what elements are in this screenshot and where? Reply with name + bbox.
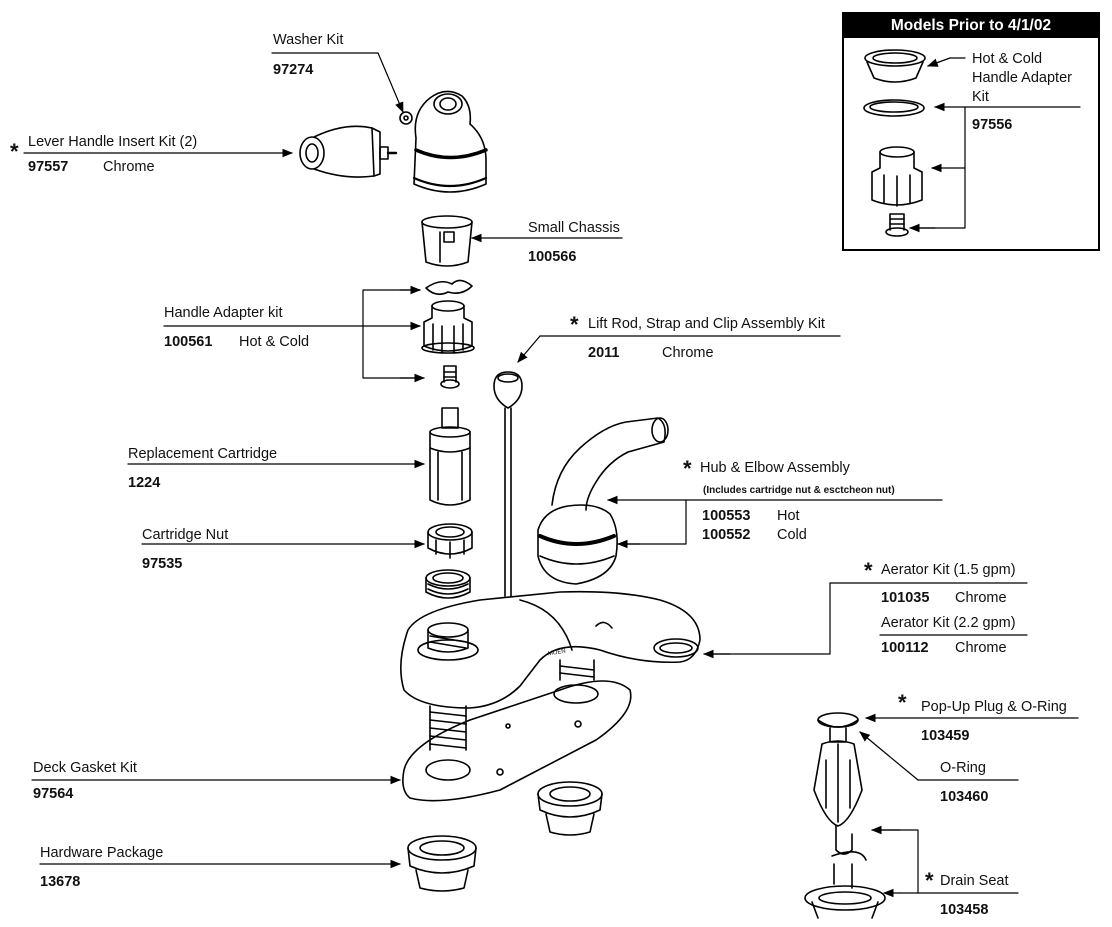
screw-part: [440, 365, 460, 389]
hub-elbow-hot-label: Hot: [777, 508, 800, 524]
popup-plug-part-number: 103459: [921, 728, 970, 744]
popup-plug-asterisk: *: [898, 690, 907, 715]
escutcheon-nut-part: [425, 569, 471, 599]
aerator-asterisk: *: [864, 558, 873, 583]
cartridge-nut-part: [427, 523, 473, 559]
lift-rod-part: [493, 371, 523, 597]
aerator-part-number-2: 100112: [881, 640, 929, 656]
inset-label-line1: Hot & Cold: [972, 51, 1043, 67]
handle-adapter-part-number: 100561: [164, 334, 213, 350]
aerator-label-1: Aerator Kit (1.5 gpm): [881, 562, 1016, 578]
leader-lines: [23, 52, 1079, 898]
lift-rod-asterisk: *: [570, 312, 579, 337]
deck-gasket-label: Deck Gasket Kit: [33, 760, 137, 776]
drain-seat-asterisk: *: [925, 868, 934, 893]
handle-body-part: [412, 90, 488, 193]
popup-plug-label: Pop-Up Plug & O-Ring: [921, 699, 1067, 715]
hardware-package-right-part: [537, 781, 603, 836]
hub-elbow-cold-label: Cold: [777, 527, 807, 543]
handle-adapter-label: Handle Adapter kit: [164, 305, 283, 321]
lift-rod-part-number: 2011: [588, 345, 620, 361]
cartridge-nut-label: Cartridge Nut: [142, 527, 229, 543]
lever-handle-insert-part: [299, 125, 398, 178]
small-chassis-part: [421, 215, 473, 267]
lever-handle-label: Lever Handle Insert Kit (2): [28, 134, 198, 150]
faucet-body-part: [400, 417, 701, 709]
hub-elbow-cold-part-number: 100552: [702, 527, 751, 543]
cartridge-nut-part-number: 97535: [142, 556, 183, 572]
hub-elbow-hot-part-number: 100553: [702, 508, 751, 524]
deck-gasket-part: [402, 680, 632, 802]
inset-box: Models Prior to 4/1/02: [842, 12, 1100, 251]
drain-seat-label: Drain Seat: [940, 873, 1009, 889]
lever-handle-finish: Chrome: [103, 159, 155, 175]
cartridge-part-number: 1224: [128, 475, 161, 491]
washer-part: [399, 111, 413, 125]
small-chassis-part-number: 100566: [528, 249, 577, 265]
shank-threads: [429, 659, 595, 751]
lever-handle-asterisk: *: [10, 139, 19, 164]
deck-gasket-part-number: 97564: [33, 786, 74, 802]
hub-elbow-asterisk: *: [683, 456, 692, 481]
hardware-package-left-part: [407, 835, 477, 892]
inset-label-line2: Handle Adapter: [972, 70, 1072, 86]
small-chassis-label: Small Chassis: [528, 220, 620, 236]
aerator-finish-2: Chrome: [955, 640, 1007, 656]
oring-part-number: 103460: [940, 789, 989, 805]
hardware-label: Hardware Package: [40, 845, 164, 861]
cartridge-part: [429, 407, 471, 506]
inset-part-number: 97556: [972, 117, 1013, 133]
aerator-part-number-1: 101035: [881, 590, 930, 606]
oring-label: O-Ring: [940, 760, 986, 776]
hub-elbow-note: (Includes cartridge nut & esctcheon nut): [703, 485, 895, 496]
inset-title: Models Prior to 4/1/02: [844, 14, 1098, 38]
washer-kit-label: Washer Kit: [273, 32, 344, 48]
cartridge-label: Replacement Cartridge: [128, 446, 278, 462]
inset-handle-adapter-parts: [863, 49, 926, 237]
lift-rod-finish: Chrome: [662, 345, 714, 361]
lever-handle-part-number: 97557: [28, 159, 69, 175]
inset-leader-lines: [908, 57, 1081, 233]
hardware-part-number: 13678: [40, 874, 81, 890]
lift-rod-label: Lift Rod, Strap and Clip Assembly Kit: [588, 316, 825, 332]
hub-elbow-label: Hub & Elbow Assembly: [700, 460, 850, 476]
pop-up-plug-part: [813, 712, 863, 827]
aerator-label-2: Aerator Kit (2.2 gpm): [881, 615, 1016, 631]
drain-seat-part: [804, 825, 886, 919]
aerator-finish-1: Chrome: [955, 590, 1007, 606]
washer-kit-part-number: 97274: [273, 62, 314, 78]
clip-part: [425, 279, 473, 296]
drain-seat-part-number: 103458: [940, 902, 989, 918]
handle-adapter-part: [421, 300, 475, 354]
inset-label-line3: Kit: [972, 89, 989, 105]
handle-adapter-finish: Hot & Cold: [239, 334, 310, 350]
